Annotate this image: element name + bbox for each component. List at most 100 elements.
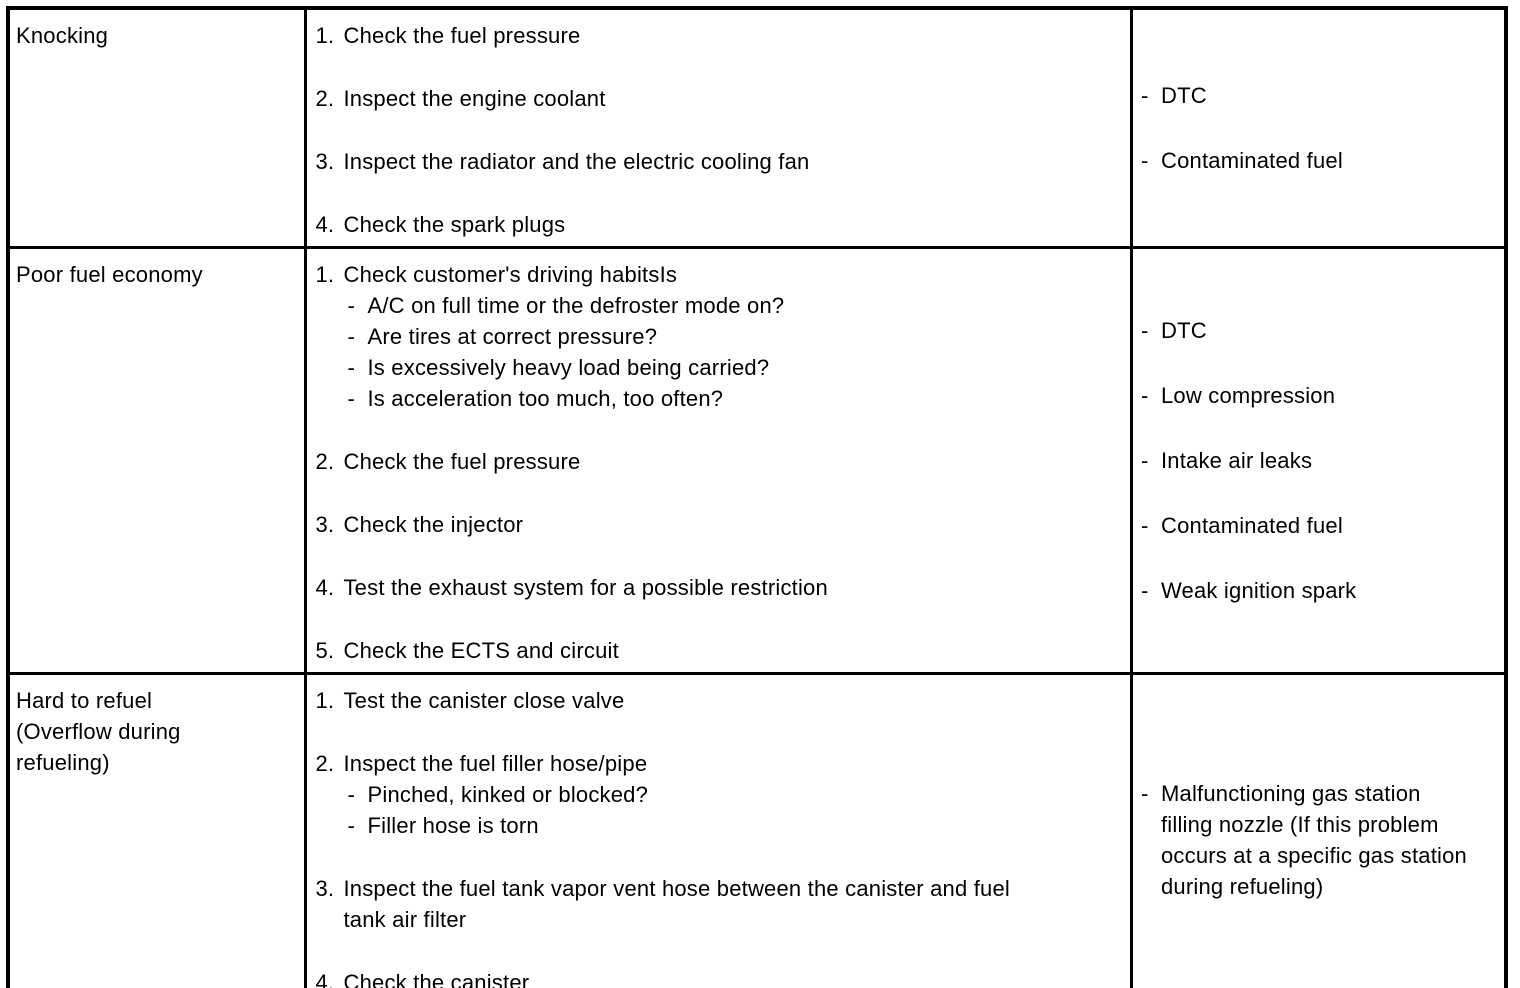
inspection-step: 1. Test the canister close valve	[315, 685, 1122, 716]
sub-item: - Are tires at correct pressure?	[347, 321, 784, 352]
inspection-step: 4. Check the canister	[315, 967, 1122, 988]
inspection-step: 5. Check the ECTS and circuit	[315, 635, 1122, 666]
inspection-step: 1. Check customer's driving habitsIs - A…	[315, 259, 1122, 414]
step-text: Check the fuel pressure	[343, 449, 581, 474]
cause-text: Intake air leaks	[1160, 448, 1313, 473]
cause-text: Contaminated fuel	[1160, 148, 1343, 173]
step-number: 1.	[315, 262, 335, 287]
symptom-text: Knocking	[16, 23, 109, 48]
step-text: Test the exhaust system for a possible r…	[343, 575, 828, 600]
dash-bullet: -	[347, 386, 356, 411]
dash-bullet: -	[1140, 148, 1149, 173]
table-row-hard-to-refuel: Hard to refuel (Overflow during refuelin…	[6, 672, 1508, 988]
cause-text: filling nozzle (If this problem	[1160, 811, 1439, 837]
cause-item: - Contaminated fuel	[1141, 510, 1498, 541]
step-text: Test the canister close valve	[343, 688, 625, 713]
inspection-step: 3. Inspect the radiator and the electric…	[315, 146, 1122, 177]
inspection-step: 3. Inspect the fuel tank vapor vent hose…	[315, 873, 1122, 935]
sub-item-text: Pinched, kinked or blocked?	[367, 782, 649, 807]
dash-bullet: -	[1140, 780, 1149, 806]
dash-bullet: -	[347, 813, 356, 838]
cause-item: - Malfunctioning gas station filling noz…	[1141, 778, 1498, 902]
step-number: 4.	[315, 575, 335, 600]
step-sub-items: - Pinched, kinked or blocked? - Filler h…	[347, 779, 648, 841]
cause-text: Malfunctioning gas station	[1160, 780, 1421, 806]
step-text: Check customer's driving habitsIs	[343, 262, 678, 287]
causes-cell: - DTC - Contaminated fuel	[1129, 6, 1508, 249]
step-number: 5.	[315, 638, 335, 663]
step-text: Check the injector	[343, 512, 524, 537]
dash-bullet: -	[1140, 83, 1149, 108]
inspection-step: 1. Check the fuel pressure	[315, 20, 1122, 51]
sub-item: - A/C on full time or the defroster mode…	[347, 290, 784, 321]
inspection-step: 2. Inspect the fuel filler hose/pipe - P…	[315, 748, 1122, 841]
table-row-poor-fuel-economy: Poor fuel economy 1. Check customer's dr…	[6, 246, 1508, 675]
causes-cell: - Malfunctioning gas station filling noz…	[1129, 672, 1508, 988]
dash-bullet: -	[1140, 383, 1149, 408]
step-text: Inspect the fuel filler hose/pipe	[343, 751, 648, 776]
step-text: tank air filter	[343, 907, 467, 932]
causes-cell: - DTC - Low compression - Intake air lea…	[1129, 246, 1508, 675]
step-number: 3.	[315, 876, 335, 901]
cause-item: - Intake air leaks	[1141, 445, 1498, 476]
step-text: Check the ECTS and circuit	[343, 638, 619, 663]
step-text: Inspect the radiator and the electric co…	[343, 149, 810, 174]
dash-bullet: -	[347, 355, 356, 380]
step-number: 1.	[315, 23, 335, 48]
dash-bullet: -	[347, 293, 356, 318]
cause-item: - DTC	[1141, 80, 1498, 111]
step-number: 1.	[315, 688, 335, 713]
troubleshooting-table: Knocking 1. Check the fuel pressure 2. I…	[6, 6, 1508, 988]
cause-text: DTC	[1160, 318, 1207, 343]
inspection-step: 3. Check the injector	[315, 509, 1122, 540]
symptom-text: (Overflow during	[16, 719, 181, 744]
symptom-text: refueling)	[16, 750, 110, 775]
symptom-text: Poor fuel economy	[16, 262, 203, 287]
step-number: 3.	[315, 512, 335, 537]
sub-item: - Filler hose is torn	[347, 810, 648, 841]
cause-text: DTC	[1160, 83, 1207, 108]
symptom-cell: Knocking	[6, 6, 308, 249]
step-text: Check the fuel pressure	[343, 23, 581, 48]
cause-text: Low compression	[1160, 383, 1336, 408]
sub-item-text: Are tires at correct pressure?	[367, 324, 658, 349]
cause-item: - Low compression	[1141, 380, 1498, 411]
sub-item: - Is acceleration too much, too often?	[347, 383, 784, 414]
symptom-cell: Poor fuel economy	[6, 246, 308, 675]
step-sub-items: - A/C on full time or the defroster mode…	[347, 290, 784, 414]
inspection-cell: 1. Check the fuel pressure 2. Inspect th…	[304, 6, 1133, 249]
dash-bullet: -	[347, 782, 356, 807]
step-text: Check the spark plugs	[343, 212, 566, 237]
cause-item: - Contaminated fuel	[1141, 145, 1498, 176]
dash-bullet: -	[1140, 448, 1149, 473]
step-number: 2.	[315, 449, 335, 474]
inspection-step: 4. Test the exhaust system for a possibl…	[315, 572, 1122, 603]
cause-text: during refueling)	[1160, 873, 1324, 899]
symptom-text: Hard to refuel	[16, 688, 153, 713]
inspection-step: 2. Inspect the engine coolant	[315, 83, 1122, 114]
sub-item: - Is excessively heavy load being carrie…	[347, 352, 784, 383]
sub-item-text: Is acceleration too much, too often?	[367, 386, 724, 411]
inspection-cell: 1. Check customer's driving habitsIs - A…	[304, 246, 1133, 675]
step-text: Inspect the engine coolant	[343, 86, 606, 111]
cause-text: occurs at a specific gas station	[1160, 842, 1467, 868]
step-number: 4.	[315, 212, 335, 237]
step-number: 2.	[315, 751, 335, 776]
dash-bullet: -	[1140, 578, 1149, 603]
dash-bullet: -	[1140, 513, 1149, 538]
cause-item: - Weak ignition spark	[1141, 575, 1498, 606]
sub-item: - Pinched, kinked or blocked?	[347, 779, 648, 810]
sub-item-text: A/C on full time or the defroster mode o…	[367, 293, 785, 318]
step-text: Check the canister	[343, 970, 530, 988]
inspection-step: 4. Check the spark plugs	[315, 209, 1122, 240]
dash-bullet: -	[347, 324, 356, 349]
cause-item: - DTC	[1141, 315, 1498, 346]
table-row-knocking: Knocking 1. Check the fuel pressure 2. I…	[6, 6, 1508, 249]
step-text: Inspect the fuel tank vapor vent hose be…	[343, 876, 1010, 901]
sub-item-text: Filler hose is torn	[367, 813, 539, 838]
step-number: 4.	[315, 970, 335, 988]
inspection-step: 2. Check the fuel pressure	[315, 446, 1122, 477]
sub-item-text: Is excessively heavy load being carried?	[367, 355, 770, 380]
cause-text: Contaminated fuel	[1160, 513, 1343, 538]
dash-bullet: -	[1140, 318, 1149, 343]
